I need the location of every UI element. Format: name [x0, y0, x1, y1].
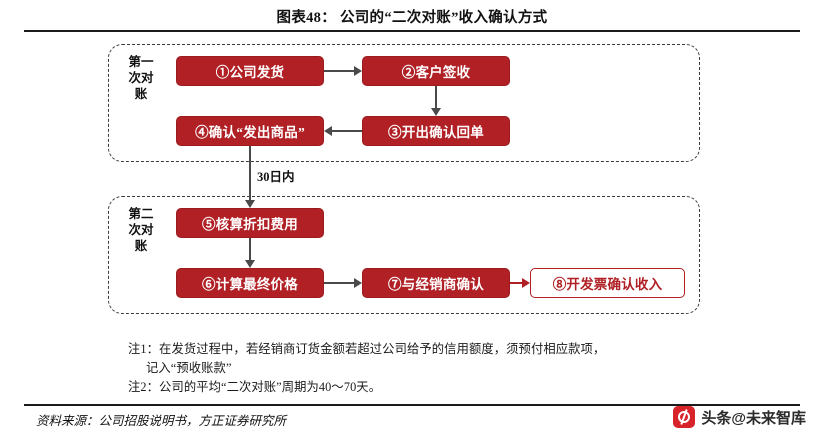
- arrow-1-to-2: [324, 70, 354, 72]
- arrow-head-6-to-7-icon: [354, 278, 362, 288]
- arrow-5-to-6: [249, 238, 251, 260]
- arrow-6-to-7: [324, 282, 354, 284]
- note-line-1: 注1：在发货过程中，若经销商订货金额若超过公司给予的信用额度，须预付相应款项，: [128, 342, 606, 356]
- source-text: 资料来源：公司招股说明书，方正证券研究所: [36, 414, 287, 428]
- note-line-2: 注2：公司的平均“二次对账”周期为40～70天。: [128, 380, 382, 394]
- watermark-text: 头条@未来智库: [701, 409, 806, 427]
- flow-node-2-customer-receipt: ②客户签收: [362, 56, 510, 86]
- arrow-head-1-to-2-icon: [354, 66, 362, 76]
- group-box-first-reconciliation: [108, 44, 700, 162]
- arrow-head-3-to-4-icon: [324, 126, 332, 136]
- bottom-divider: [24, 404, 800, 406]
- arrow-first-to-second-group: [249, 146, 251, 200]
- arrow-7-to-8: [510, 282, 522, 284]
- flow-node-3-issue-confirmation-receipt: ③开出确认回单: [362, 116, 510, 146]
- note-line-1b: 记入“预收账款”: [146, 361, 232, 375]
- arrow-label-30-days: 30日内: [257, 170, 295, 184]
- arrow-head-first-to-second-icon: [245, 200, 255, 208]
- arrow-2-to-3: [435, 86, 437, 108]
- group-label-first-reconciliation: 第一次对账: [128, 55, 154, 101]
- top-divider: [24, 30, 800, 32]
- flow-node-4-confirm-goods-sent: ④确认“发出商品”: [176, 116, 324, 146]
- arrow-head-7-to-8-icon: [522, 278, 530, 288]
- flow-node-8-invoice-revenue: ⑧开发票确认收入: [530, 268, 685, 298]
- group-label-second-reconciliation: 第二次对账: [128, 207, 154, 253]
- arrow-3-to-4: [332, 130, 362, 132]
- flow-node-7-confirm-with-distributor: ⑦与经销商确认: [362, 268, 510, 298]
- flow-node-5-calculate-discount: ⑤核算折扣费用: [176, 208, 324, 238]
- flow-node-1-shipment: ①公司发货: [176, 56, 324, 86]
- toutiao-logo-icon: [673, 406, 696, 428]
- flow-node-6-final-price: ⑥计算最终价格: [176, 268, 324, 298]
- arrow-head-5-to-6-icon: [245, 260, 255, 268]
- watermark: 头条@未来智库: [673, 406, 806, 428]
- figure-title: 图表48： 公司的“二次对账”收入确认方式: [276, 10, 548, 26]
- arrow-head-2-to-3-icon: [431, 108, 441, 116]
- group-box-second-reconciliation: [108, 196, 700, 314]
